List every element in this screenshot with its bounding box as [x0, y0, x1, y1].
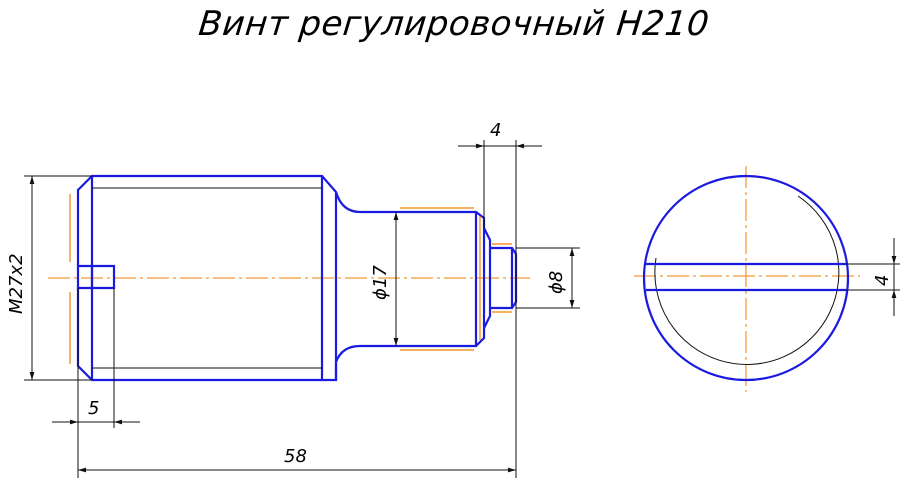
dim-tip-diameter-label: ϕ8	[546, 271, 567, 294]
end-view-thread-arc	[654, 195, 840, 365]
dim-slot-width-label: 4	[872, 275, 893, 286]
tip-outline	[483, 227, 492, 329]
side-view	[48, 174, 530, 382]
end-view: 4	[634, 166, 900, 392]
end-view-outer-circle	[642, 174, 850, 382]
dim-thread-label: M27x2	[6, 253, 27, 314]
dim-total-length-label: 58	[284, 446, 307, 467]
dim-slot-depth-label: 5	[88, 398, 99, 419]
dim-neck-diameter-label: ϕ17	[370, 265, 391, 300]
dim-tip-length-label: 4	[490, 120, 501, 141]
dimensions: M27x2 5 58 ϕ17 ϕ8 4	[6, 120, 580, 478]
slot-outline	[78, 264, 116, 290]
neck-outline	[334, 191, 486, 380]
